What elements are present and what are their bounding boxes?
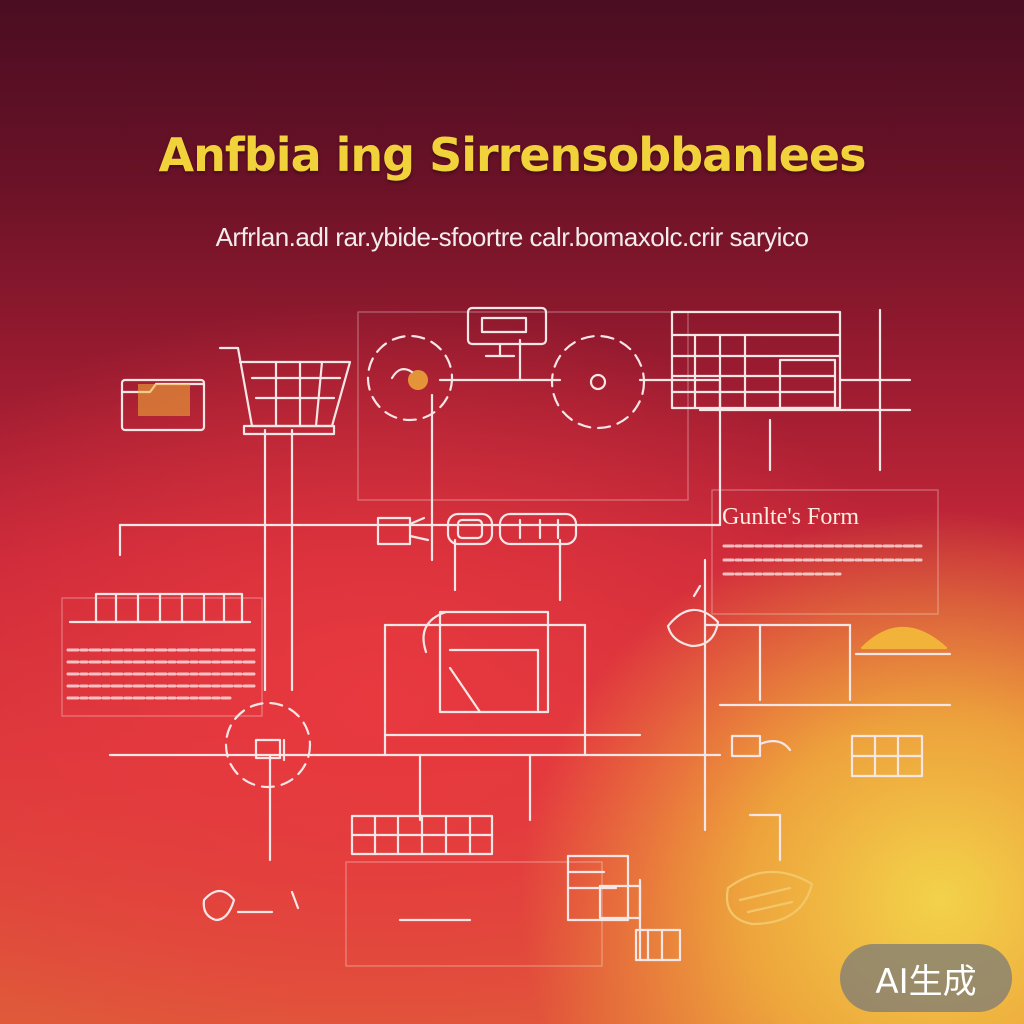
text-block [722, 544, 924, 576]
gauge-icon [366, 334, 454, 422]
table-grid-icon [350, 814, 494, 856]
background-panels [61, 311, 939, 967]
table-grid-icon [670, 310, 842, 410]
connector-lines [108, 308, 952, 962]
gauge-icon [550, 334, 646, 430]
text-block [66, 648, 257, 700]
food-bowl-icon [854, 627, 952, 656]
form-panel-title: Gunlte's Form [722, 504, 859, 530]
monitor-icon [422, 610, 550, 714]
page-subtitle: Arfrlan.adl rar.ybide-sfoortre calr.boma… [215, 222, 809, 252]
table-grid-icon [68, 592, 252, 624]
document-icon [376, 512, 578, 546]
food-bowl-icon [725, 870, 814, 926]
food-bowl-icon [202, 889, 300, 922]
folder-icon [730, 734, 792, 758]
document-icon [566, 854, 682, 962]
monitor-icon [466, 306, 548, 358]
ai-generated-badge: AI生成 [840, 944, 1012, 1012]
food-bowl-icon [666, 584, 720, 648]
folder-icon [120, 378, 206, 432]
shopping-cart-icon [218, 346, 352, 436]
table-grid-icon [850, 734, 924, 778]
gauge-icon [224, 701, 312, 789]
page-title: Anfbia ing Sirrensobbanlees [158, 128, 867, 182]
